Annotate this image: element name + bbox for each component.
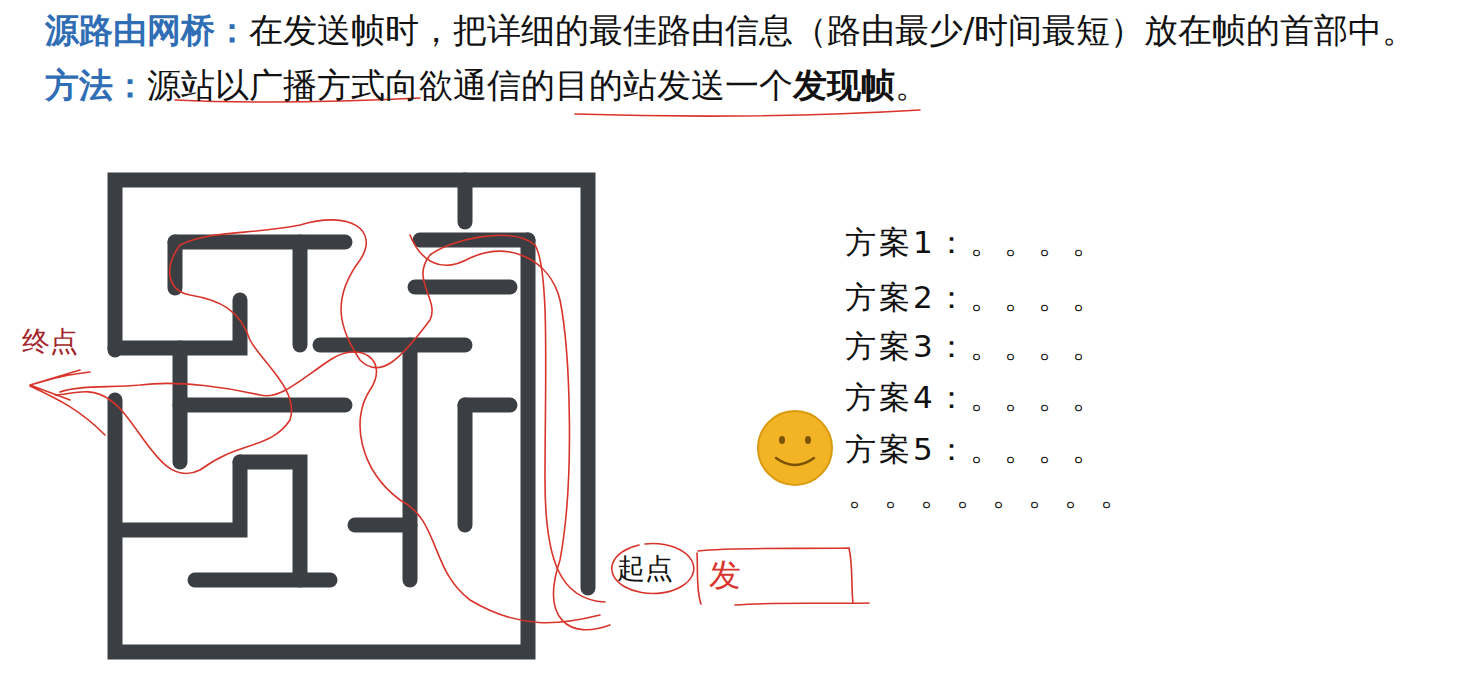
label-text: 方案2：。。。。: [845, 277, 1106, 319]
label-text: 方案1：。。。。: [845, 222, 1106, 264]
start-circle: 起点: [603, 543, 687, 595]
label-text: 方案3：。。。。: [845, 326, 1106, 368]
text-line: 方法：源站以广播方式向欲通信的目的站发送一个发现帧。: [45, 63, 929, 109]
label-text: 源路由网桥：: [45, 8, 249, 54]
hand-box: 发: [695, 545, 855, 607]
text-line: 。。。。。。。。: [848, 474, 1136, 516]
smiley-icon: [758, 411, 832, 485]
label-text: 方法：: [45, 63, 147, 109]
outline-stroke: [697, 548, 869, 605]
label-text: 源站以广播方式向欲通信的目的站发送一个: [147, 63, 793, 109]
label-text: 终点: [22, 323, 78, 361]
label-text: 方案5：。。。。: [845, 429, 1106, 471]
outline-stroke: [612, 544, 694, 594]
label-text: 在发送帧时，把详细的最佳路由信息（路由最少/时间最短）放在帧的首部中。: [249, 8, 1416, 54]
text-line: 方案3：。。。。: [845, 326, 1106, 368]
hand-drawn-routes: [30, 98, 920, 630]
label-text: 发现帧: [793, 63, 895, 109]
node-text: 发: [709, 554, 741, 598]
label-text: 。: [895, 63, 929, 109]
text-line: 源路由网桥：在发送帧时，把详细的最佳路由信息（路由最少/时间最短）放在帧的首部中…: [45, 8, 1416, 54]
maze-walls: [115, 180, 588, 652]
label-text: 。。。。。。。。: [848, 474, 1136, 516]
text-line: 终点: [22, 323, 78, 361]
text-line: 方案4：。。。。: [845, 377, 1106, 419]
text-line: 方案2：。。。。: [845, 277, 1106, 319]
text-line: 方案5：。。。。: [845, 429, 1106, 471]
node-text: 起点: [617, 550, 673, 588]
text-line: 方案1：。。。。: [845, 222, 1106, 264]
label-text: 方案4：。。。。: [845, 377, 1106, 419]
